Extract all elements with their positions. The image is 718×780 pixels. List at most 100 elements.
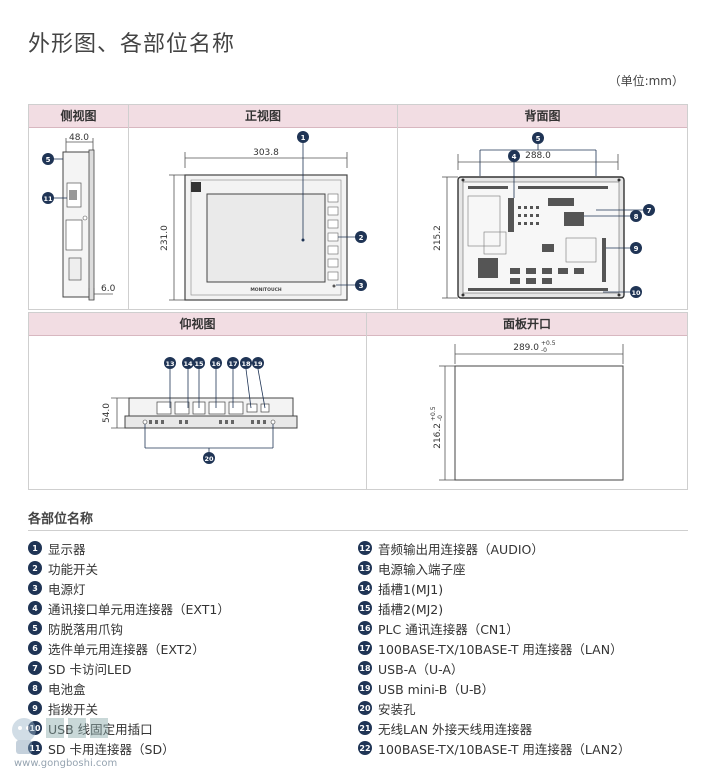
svg-text:17: 17: [228, 360, 237, 368]
list-item: 10USB 线固定用插口: [28, 718, 230, 738]
callout-10: [630, 286, 642, 298]
number-badge: 1: [28, 541, 42, 555]
front-width-dim: 303.8: [253, 148, 279, 158]
number-badge: 18: [358, 661, 372, 675]
callout-1: [297, 131, 309, 143]
callout-7: [643, 204, 655, 216]
number-badge: 12: [358, 541, 372, 555]
number-badge: 20: [358, 701, 372, 715]
divider: [397, 105, 398, 309]
number-badge: 6: [28, 641, 42, 655]
callout-17: [227, 357, 239, 369]
callout-8: [630, 210, 642, 222]
back-width-dim: 288.0: [525, 151, 551, 161]
number-badge: 5: [28, 621, 42, 635]
svg-text:2: 2: [359, 234, 364, 242]
svg-text:5: 5: [536, 135, 541, 143]
number-badge: 4: [28, 601, 42, 615]
callout-2: [355, 231, 367, 243]
callout-3: [355, 279, 367, 291]
cutout-header: 面板开口: [367, 313, 687, 336]
watermark-text: www.gongboshi.com: [14, 758, 117, 769]
number-badge: 21: [358, 721, 372, 735]
number-badge: 11: [28, 741, 42, 755]
callout-19: [252, 357, 264, 369]
number-badge: 19: [358, 681, 372, 695]
svg-text:18: 18: [241, 360, 251, 368]
number-badge: 22: [358, 741, 372, 755]
number-badge: 15: [358, 601, 372, 615]
back-height-dim: 215.2: [433, 225, 443, 251]
svg-text:8: 8: [634, 213, 639, 221]
back-view-drawing: 288.0 215.2 5 4 7 8 9 10: [433, 132, 655, 299]
watermark-logo: www.gongboshi.com: [12, 718, 117, 769]
callout-5: [42, 153, 54, 165]
parts-section-title: 各部位名称: [28, 512, 94, 527]
side-view-drawing: 48.0 6.0 5 11: [42, 133, 116, 301]
svg-text:9: 9: [634, 245, 639, 253]
page-title: 外形图、各部位名称: [28, 32, 236, 57]
number-badge: 13: [358, 561, 372, 575]
callout-9: [630, 242, 642, 254]
svg-text:1: 1: [301, 134, 306, 142]
bottom-view-header: 仰视图: [29, 313, 366, 336]
unit-label: （单位:mm）: [608, 74, 684, 88]
svg-text:15: 15: [194, 360, 204, 368]
front-view-header: 正视图: [129, 105, 397, 128]
svg-text:19: 19: [253, 360, 263, 368]
number-badge: 10: [28, 721, 42, 735]
bottom-height-dim: 54.0: [102, 403, 112, 423]
svg-text:14: 14: [183, 360, 193, 368]
callout-13: [164, 357, 176, 369]
callout-14: [182, 357, 194, 369]
cutout-height-dim: 216.2: [433, 423, 443, 449]
callout-5-back: [532, 132, 544, 144]
svg-text:4: 4: [512, 153, 517, 161]
number-badge: 17: [358, 641, 372, 655]
callout-20: [203, 452, 215, 464]
front-view-drawing: 303.8 231.0 MONITOUCH 1 2 3: [160, 131, 367, 301]
back-view-header: 背面图: [398, 105, 687, 128]
number-badge: 3: [28, 581, 42, 595]
bottom-view-drawing: 54.0 13: [102, 357, 298, 464]
side-view-header: 侧视图: [29, 105, 128, 128]
drawing-row-bottom: [28, 312, 688, 490]
number-badge: 16: [358, 621, 372, 635]
callout-15: [193, 357, 205, 369]
svg-text:20: 20: [204, 455, 214, 463]
callout-4: [508, 150, 520, 162]
side-small-dim: 6.0: [101, 284, 116, 294]
divider: [128, 105, 129, 309]
svg-text:+0.5: +0.5: [541, 340, 556, 347]
svg-text:-0: -0: [437, 415, 444, 421]
svg-text:3: 3: [359, 282, 364, 290]
panel-cutout-drawing: 289.0 +0.5 -0 216.2 +0.5 -0: [430, 340, 624, 481]
svg-text:11: 11: [43, 195, 53, 203]
number-badge: 14: [358, 581, 372, 595]
number-badge: 7: [28, 661, 42, 675]
callout-18: [240, 357, 252, 369]
svg-text:7: 7: [647, 207, 652, 215]
number-badge: 2: [28, 561, 42, 575]
svg-text:-0: -0: [541, 347, 547, 354]
svg-text:5: 5: [46, 156, 51, 164]
svg-text:+0.5: +0.5: [430, 406, 437, 421]
